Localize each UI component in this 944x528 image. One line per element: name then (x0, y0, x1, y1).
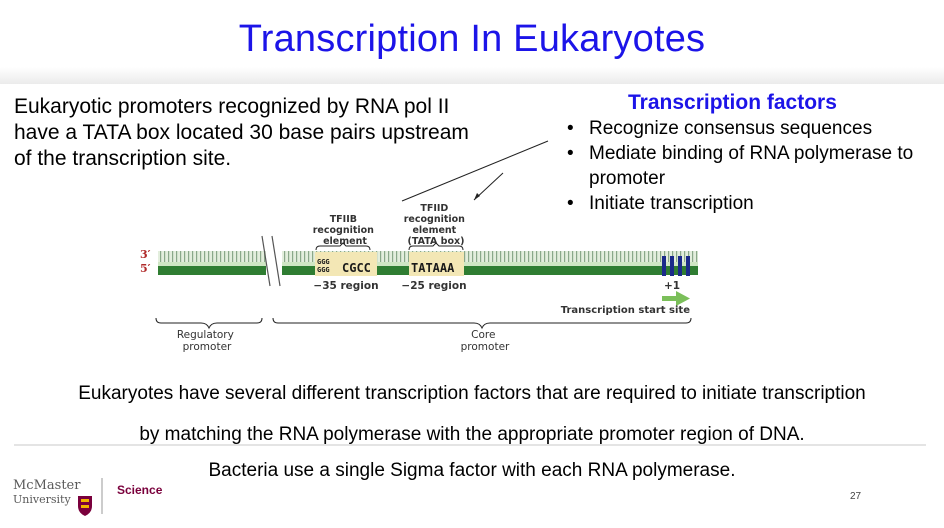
logo-name-line1: McMaster (13, 478, 81, 493)
pointer-line-tfiib (401, 140, 549, 202)
transcription-factors-heading: Transcription factors (628, 91, 837, 114)
tfiib-stack-lower: GGG (317, 266, 330, 274)
region-35-label: −35 region (313, 280, 378, 292)
regulatory-promoter-label: Regulatory promoter (177, 329, 237, 353)
intro-paragraph: Eukaryotic promoters recognized by RNA p… (14, 95, 469, 170)
core-brace (272, 317, 692, 330)
dna-strand-regulatory (158, 251, 266, 275)
start-site-block (662, 256, 690, 276)
transcription-factors-list: Recognize consensus sequences Mediate bi… (565, 116, 944, 216)
logo-name-line2: University (13, 493, 71, 506)
tfiib-highlight (315, 252, 377, 276)
tfiib-sequence: CGCC (342, 261, 371, 275)
strand-3-label: 3′ (140, 248, 151, 261)
body-line-2: by matching the RNA polymerase with the … (139, 424, 805, 445)
list-item: Mediate binding of RNA polymerase to pro… (565, 141, 944, 191)
arrowhead-icon (474, 193, 480, 200)
dna-strand-core (282, 251, 698, 275)
break-mark (271, 235, 281, 287)
logo-faculty: Science (117, 483, 163, 497)
start-arrow-icon (662, 291, 690, 306)
list-item: Initiate transcription (565, 191, 944, 216)
tfiid-brace (408, 242, 464, 251)
start-site-label: Transcription start site (561, 305, 690, 316)
strand-5-label: 5′ (140, 262, 151, 275)
mcmaster-science-logo: McMaster University Science (13, 478, 163, 516)
core-promoter-label: Core promoter (461, 329, 510, 353)
header-band (0, 0, 944, 84)
tfiib-label: TFIIB recognition element (313, 214, 378, 247)
body-line-1: Eukaryotes have several different transc… (78, 383, 866, 404)
plus-one-label: +1 (664, 280, 680, 292)
body-line-3: Bacteria use a single Sigma factor with … (208, 460, 736, 481)
break-mark (261, 235, 271, 287)
tfiid-label: TFIID recognition element (TATA box) (404, 203, 469, 247)
list-item: Recognize consensus sequences (565, 116, 944, 141)
divider (14, 444, 926, 446)
crest-icon (78, 496, 92, 516)
tfiib-stack: GGG (317, 258, 330, 266)
slide-title: Transcription In Eukaryotes (238, 18, 706, 60)
tfiib-brace (315, 242, 371, 251)
regulatory-brace (155, 317, 263, 330)
tfiid-highlight (409, 252, 464, 276)
page-number: 27 (850, 491, 862, 502)
tfiid-sequence: TATAAA (411, 261, 455, 275)
promoter-diagram: 3′ 5′ TFIIB recognition element GGG GGG … (140, 140, 698, 353)
region-25-label: −25 region (401, 280, 466, 292)
